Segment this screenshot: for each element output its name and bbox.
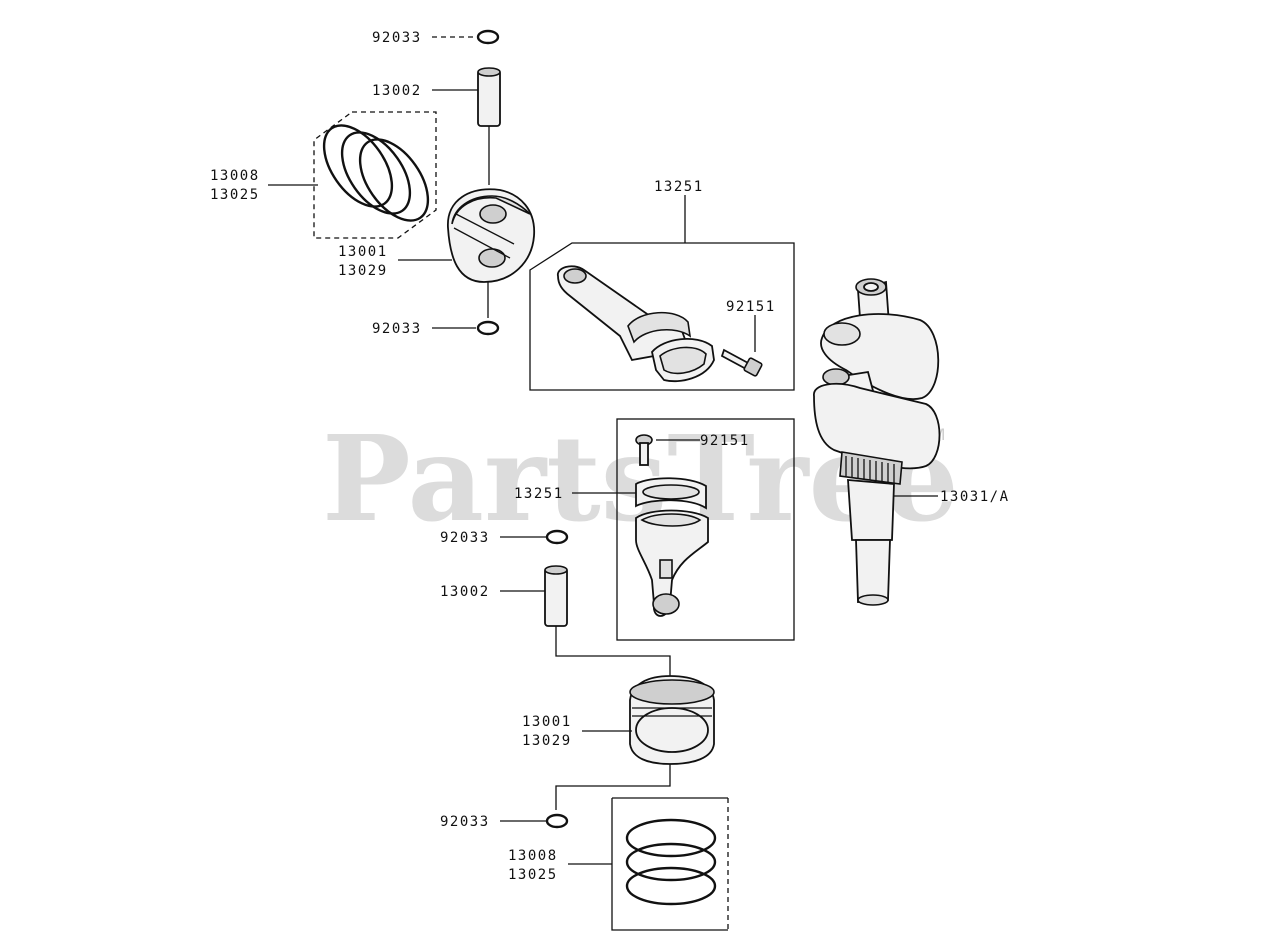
label-crankshaft[interactable]: 13031/A (940, 489, 1010, 505)
piston-bottom[interactable] (629, 675, 715, 765)
label-piston-top-b[interactable]: 13029 (338, 263, 388, 279)
crankshaft[interactable] (813, 278, 941, 606)
label-rod-bottom[interactable]: 13251 (514, 486, 564, 502)
label-clip-top-b[interactable]: 92033 (372, 321, 422, 337)
label-rings-top-a[interactable]: 13008 (210, 168, 260, 184)
connecting-rod-box-top[interactable] (529, 242, 795, 391)
label-rings-top-b[interactable]: 13025 (210, 187, 260, 203)
leader-piston-to-clip-bottom (555, 764, 671, 810)
label-clip-bottom-a[interactable]: 92033 (440, 530, 490, 546)
piston-rings-top-box[interactable] (310, 111, 441, 239)
piston-pin-bottom[interactable] (544, 565, 568, 627)
label-bolt-top[interactable]: 92151 (726, 299, 776, 315)
leader-pin-to-piston-bottom (555, 626, 671, 676)
label-piston-top-a[interactable]: 13001 (338, 244, 388, 260)
label-clip-bottom-b[interactable]: 92033 (440, 814, 490, 830)
circlip-bottom-upper[interactable] (545, 529, 569, 545)
label-rings-bottom-b[interactable]: 13025 (508, 867, 558, 883)
circlip-top-upper[interactable] (476, 29, 500, 45)
label-pin-top[interactable]: 13002 (372, 83, 422, 99)
piston-rings-bottom-box[interactable] (611, 797, 729, 931)
label-bolt-bottom[interactable]: 92151 (700, 433, 750, 449)
label-clip-top-a[interactable]: 92033 (372, 30, 422, 46)
label-rings-bottom-a[interactable]: 13008 (508, 848, 558, 864)
label-piston-bottom-a[interactable]: 13001 (522, 714, 572, 730)
connecting-rod-box-bottom[interactable] (616, 418, 795, 641)
circlip-bottom-lower[interactable] (545, 813, 569, 829)
label-pin-bottom[interactable]: 13002 (440, 584, 490, 600)
circlip-top-lower[interactable] (476, 320, 500, 336)
piston-pin-top[interactable] (477, 67, 501, 127)
label-piston-bottom-b[interactable]: 13029 (522, 733, 572, 749)
label-rod-top[interactable]: 13251 (654, 179, 704, 195)
piston-top[interactable] (447, 188, 535, 283)
